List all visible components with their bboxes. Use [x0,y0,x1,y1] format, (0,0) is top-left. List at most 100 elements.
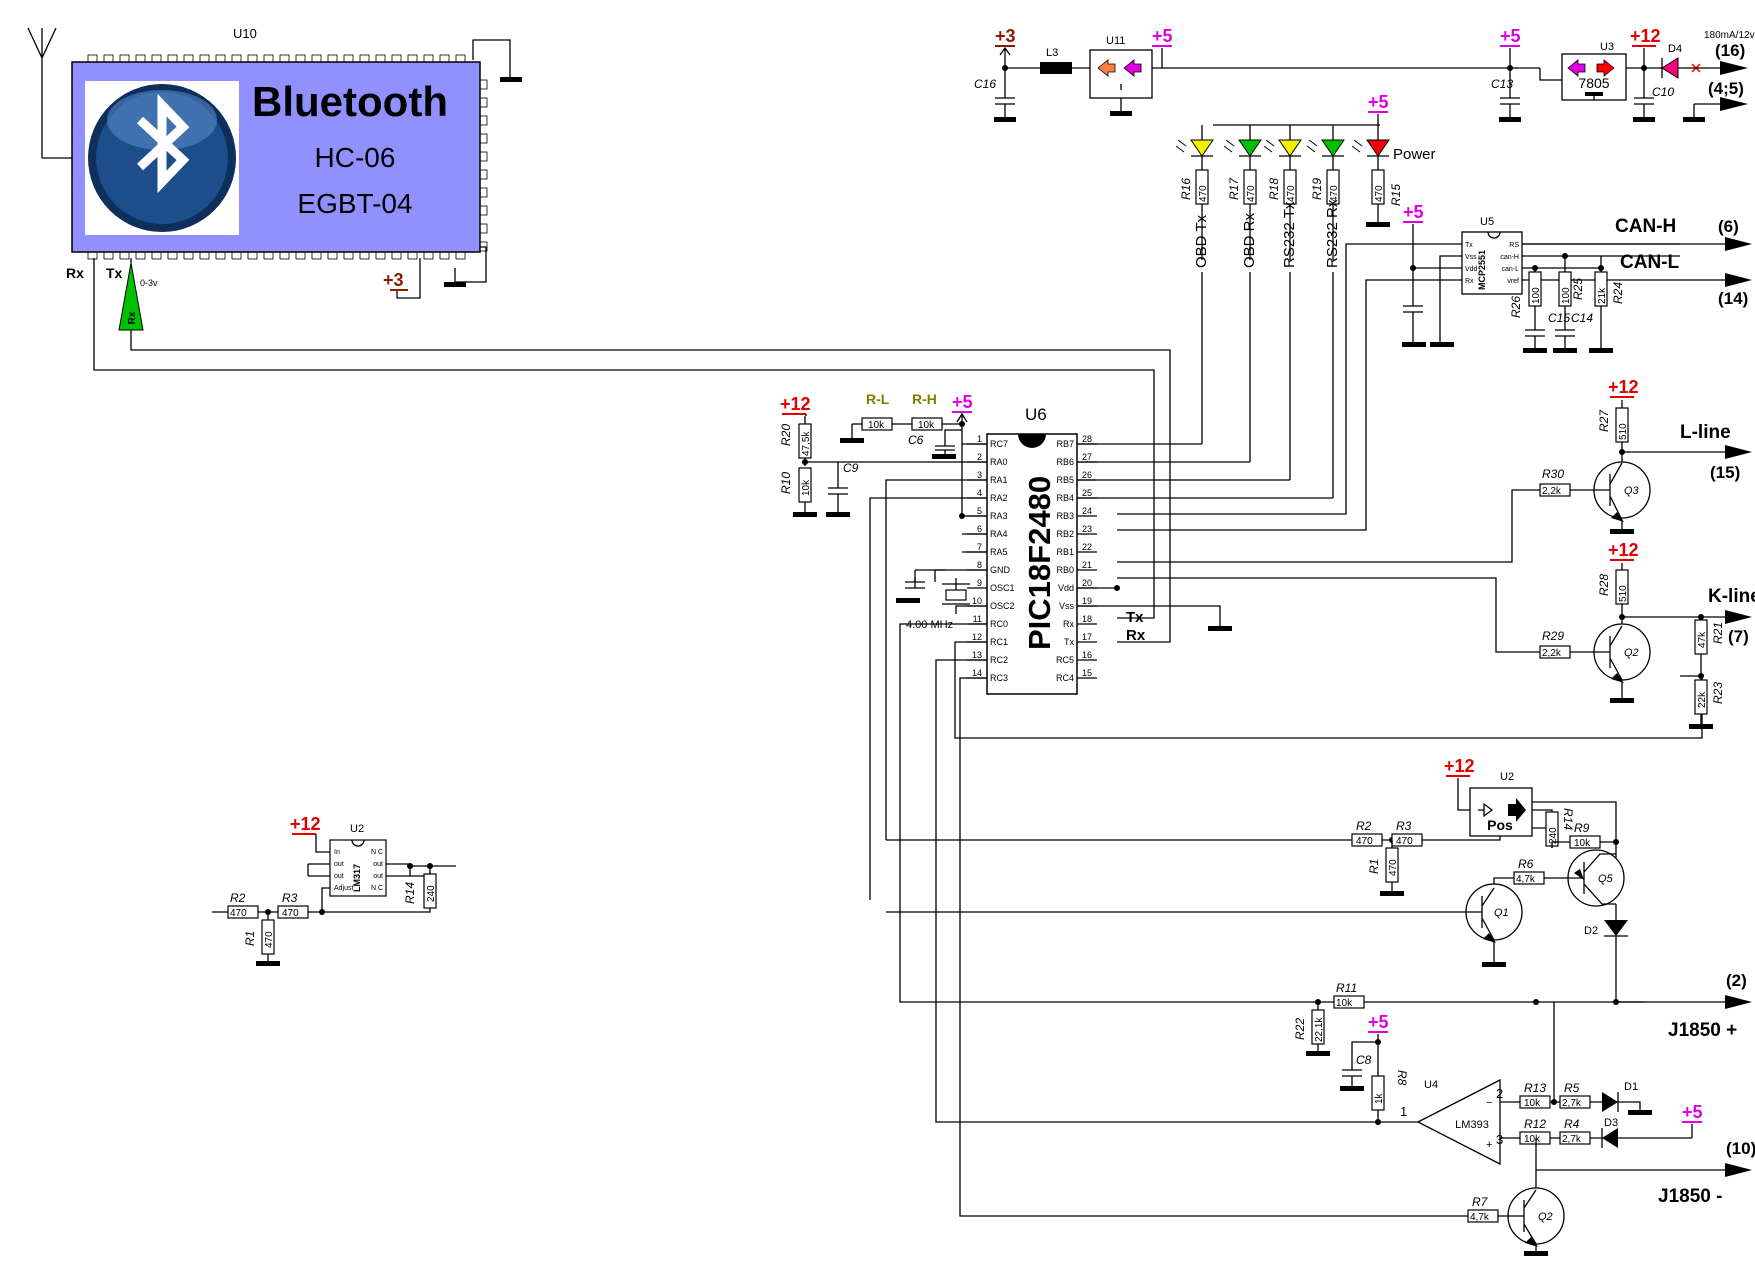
pic-pin-name: RC5 [1056,655,1074,665]
module-pad [135,54,146,63]
pic-pin-number: 23 [1082,524,1092,534]
r30-label: R30 [1542,467,1564,481]
pin-4-5: (4;5) [1708,79,1744,98]
r9-value: 10k [1574,838,1591,849]
rail-plus12-a: +12 [1630,26,1661,46]
u5-label: U5 [1480,216,1494,228]
k-line-driver: +12 510 R28 K-line (7) Q2 2,2k R29 47k R… [1117,540,1755,729]
pic-pin-name: RB6 [1056,457,1074,467]
module-pad [479,205,488,216]
led-icon [1278,139,1302,157]
module-pad [199,251,210,260]
pic-pin-number: 11 [973,614,982,624]
rail-plus5-leds: +5 [1368,92,1389,112]
pic-pin-number: 22 [1082,542,1092,552]
c13-label: C13 [1491,77,1513,91]
r23-value: 22k [1697,691,1708,708]
can-l-label: CAN-L [1620,252,1679,273]
rh-label: R-H [912,391,937,407]
r14-lm317-label: R14 [403,882,417,904]
c8-label: C8 [1356,1053,1372,1067]
lm393-comparator-icon [1416,1078,1501,1166]
pos-text: Pos [1487,817,1513,833]
module-pad [231,54,242,63]
lm317-pin-label: Adjust [334,885,354,892]
pic-rx-tag: Rx [1126,627,1146,644]
pic-pin-name: RC4 [1056,673,1074,683]
r29-value: 2,2k [1542,648,1562,659]
module-pad [311,251,322,260]
module-pad [423,54,434,63]
module-pad [119,251,130,260]
led-resistor [1326,169,1340,205]
can-pin-label: Tx [1465,242,1473,249]
j1850-minus: J1850 - [1658,1186,1722,1207]
pic-pin-number: 20 [1082,578,1092,588]
crystal-label: 4.00 MHz [906,619,953,631]
r1-lm317-value: 470 [264,931,275,948]
led-resistor-label: R15 [1389,184,1403,206]
pic-pin-name: RC0 [990,619,1008,629]
r8-label: R8 [1395,1070,1409,1086]
lm317-pin-label: out [373,873,383,880]
led-resistor-label: R17 [1227,177,1241,200]
r7-label: R7 [1472,1195,1489,1209]
module-pad [167,251,178,260]
r2-lm317-value: 470 [230,908,247,919]
r27-value: 510 [1618,423,1629,440]
u2-pos-label: U2 [1500,771,1514,783]
j1850-interface: (2) J1850 + 10k R11 22,1k R22 +5 C8 1k R… [935,971,1755,1256]
pic-pin-name: RB7 [1056,439,1074,449]
d3-label: D3 [1604,1117,1618,1129]
bt-tx-level: 0-3v [140,278,158,288]
j1850-pin10: (10) [1726,1139,1755,1158]
r4-label: R4 [1564,1117,1580,1131]
j1850-pin2: (2) [1726,971,1747,990]
r10-value: 10k [801,479,812,496]
lm317-pin-label: out [334,861,344,868]
r22-value: 22,1k [1314,1017,1325,1042]
lm317-pin-label: N C [371,849,383,856]
r12-label: R12 [1524,1117,1546,1131]
rail-plus5-j1850: +5 [1368,1012,1389,1032]
module-pad [479,133,488,144]
r13-label: R13 [1524,1081,1546,1095]
pic-pin-name: RA1 [990,475,1008,485]
rail-plus12-lline: +12 [1608,377,1639,397]
led-icon [1321,139,1345,157]
r8-value: 1k [1374,1092,1385,1104]
pic-pin-number: 4 [977,488,982,498]
module-pad [479,187,488,198]
r3-lm317-value: 470 [282,908,299,919]
r26-label: R26 [1509,296,1523,318]
module-pad [167,54,178,63]
can-h-label: CAN-H [1615,216,1676,237]
r6-label: R6 [1518,857,1534,871]
can-l-pin: (14) [1718,289,1748,308]
rail-plus12-pos: +12 [1444,756,1475,776]
rail-plus5-b: +5 [1500,26,1521,46]
c14-label: C14 [1571,311,1593,325]
r3-lm317-label: R3 [282,891,298,905]
pic-pin-number: 12 [972,632,982,642]
r5-label: R5 [1564,1081,1580,1095]
u4-in3: 3 [1496,1132,1503,1147]
bluetooth-module: U10 Bluetooth HC-06 EGBT-04 +3 Rx Tx [27,26,1171,643]
module-pad [119,54,130,63]
pic-pin-number: 13 [972,650,982,660]
pic-pin-number: 10 [972,596,982,606]
pic-pin-number: 26 [1082,470,1092,480]
module-pad [479,223,488,234]
module-pad [391,251,402,260]
module-pad [295,251,306,260]
r14-pos-value: 240 [1548,827,1559,844]
c16-label: C16 [974,77,996,91]
can-pin-label: can-L [1501,266,1519,273]
pic-pin-number: 3 [977,470,982,480]
module-pad [151,54,162,63]
rail-plus12-lm317: +12 [290,814,321,834]
module-pad [375,54,386,63]
pic-pin-name: Vss [1059,601,1075,611]
module-pad [247,54,258,63]
pic-pin-name: GND [990,565,1011,575]
